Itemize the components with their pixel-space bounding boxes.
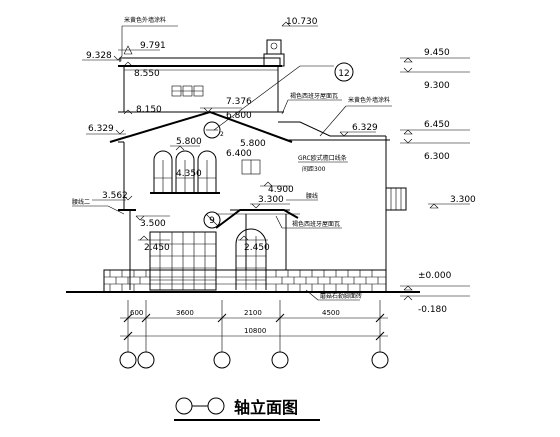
axis-bubble-5 (371, 351, 389, 369)
detail-callouts: 12 2 9 (203, 62, 354, 229)
note-left: 腰线二 (72, 198, 90, 206)
axis-bubble-3 (213, 351, 231, 369)
right-balcony (385, 187, 407, 211)
note-roof-tile-2: 褐色西班牙屋面瓦 (292, 220, 340, 228)
level-9300: 9.300 (424, 81, 450, 91)
top-cornice (119, 57, 281, 66)
level-6400: 6.400 (226, 149, 252, 159)
note-base-stone: 蘑菇石勒脚面砖 (320, 292, 362, 300)
axis-bubble-2 (137, 351, 155, 369)
chimney-cap (266, 39, 282, 55)
level-2450-b: 2.450 (244, 243, 270, 253)
ground-window-left (149, 231, 217, 291)
title-axis-bubble-right (207, 397, 225, 415)
top-window (171, 85, 204, 97)
level-4350: 4.350 (176, 169, 202, 179)
level-7376: 7.376 (226, 97, 252, 107)
dimension-lines: 600 3600 2100 4500 10800 (119, 300, 389, 369)
level-5800-a: 5.800 (176, 137, 202, 147)
axis-bubble-1 (119, 351, 137, 369)
level-3300-mid: 3.300 (258, 195, 284, 205)
note-wall-top: 米黄色外墙涂料 (124, 16, 166, 24)
stone-plinth (103, 269, 387, 293)
note-grc-cornice: GRC欧式檐口线条 (298, 154, 347, 162)
level-9328: 9.328 (86, 51, 112, 61)
building-outline (66, 39, 420, 293)
callout-12-circle (334, 62, 354, 82)
level-6450: 6.450 (424, 120, 450, 130)
annotation-notes: 米黄色外墙涂料 褐色西班牙屋面瓦 米黄色外墙涂料 GRC欧式檐口线条 间距300… (72, 16, 392, 301)
level-6800: 6.800 (226, 111, 252, 121)
callout-small: 2 (220, 131, 224, 138)
dim-600: 600 (130, 309, 143, 317)
level-zero: ±0.000 (418, 271, 452, 281)
level-4900: 4.900 (268, 185, 294, 195)
note-paint-right: 米黄色外墙涂料 (348, 96, 390, 104)
level-3300-right: 3.300 (450, 195, 476, 205)
callout-12: 12 (338, 69, 349, 79)
chimney-body (263, 53, 285, 67)
level-top: 10.730 (286, 17, 318, 27)
dim-total: 10800 (244, 327, 266, 335)
note-roof-tile-1: 褐色西班牙屋面瓦 (290, 92, 338, 100)
drawing-title: 轴立面图 (174, 397, 320, 421)
callout-9-circle (203, 211, 221, 229)
note-mid: 腰线 (306, 192, 318, 200)
arched-window-1 (153, 150, 173, 192)
arched-window-3 (197, 150, 217, 192)
level-minus-0180: -0.180 (418, 305, 447, 315)
callout-9: 9 (209, 216, 215, 226)
level-6329-mid: 6.329 (352, 123, 378, 133)
callout-small-circle (203, 121, 221, 139)
arched-window-2 (175, 150, 195, 192)
main-gable-roof (109, 110, 293, 143)
level-6300: 6.300 (424, 152, 450, 162)
axis-bubble-4 (271, 351, 289, 369)
level-9450: 9.450 (424, 48, 450, 58)
dim-2100: 2100 (244, 309, 262, 317)
level-8150: 8.150 (136, 105, 162, 115)
level-3562: 3.562 (102, 191, 128, 201)
level-9791: 9.791 (140, 41, 166, 51)
title-axis-bubble-left (175, 397, 193, 415)
level-6329-left: 6.329 (88, 124, 114, 134)
level-2450-a: 2.450 (144, 243, 170, 253)
level-3500: 3.500 (140, 219, 166, 229)
note-grc-pitch: 间距300 (302, 165, 326, 173)
dim-4500: 4500 (322, 309, 340, 317)
title-text: 轴立面图 (234, 398, 298, 417)
dim-3600: 3600 (176, 309, 194, 317)
level-markers: 10.730 9.791 9.328 8.550 8.150 7.376 6.8… (82, 17, 476, 315)
level-8550: 8.550 (134, 69, 160, 79)
arched-door (235, 228, 267, 290)
level-5800-b: 5.800 (240, 139, 266, 149)
small-window-mid (241, 159, 261, 175)
right-roof-line (278, 121, 386, 137)
chimney-ornament (270, 42, 278, 50)
